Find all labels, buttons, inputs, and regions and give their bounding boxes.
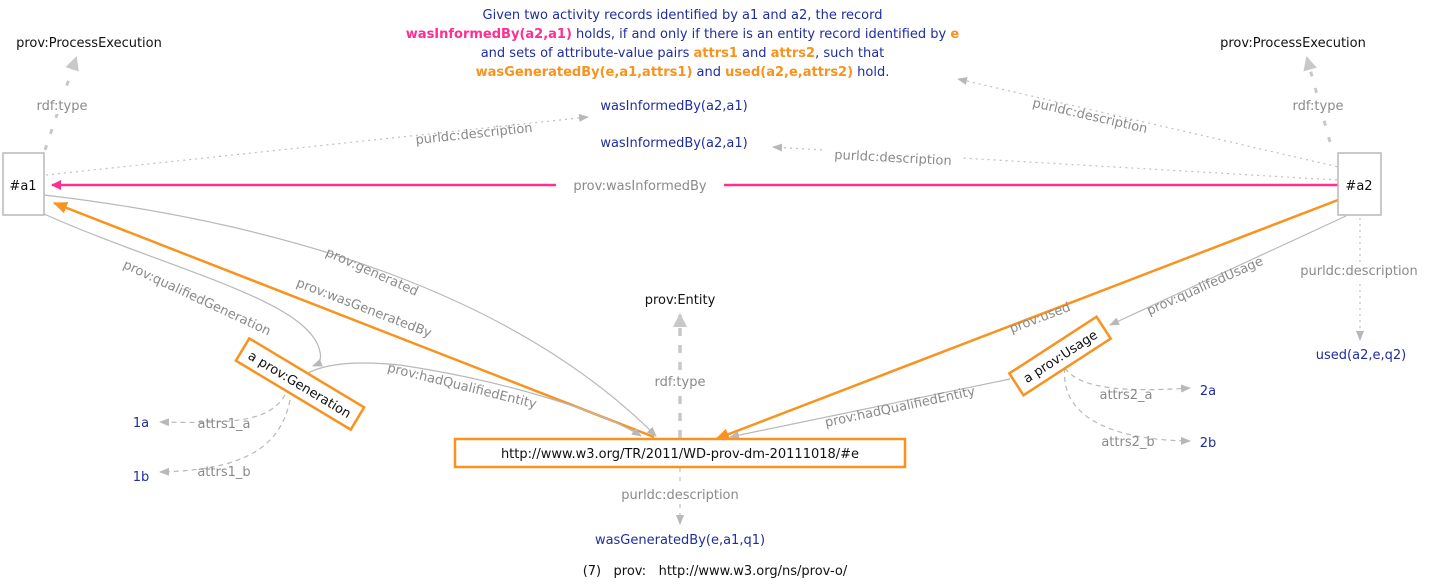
definition-part-2: holds, if and only if there is an entity…	[571, 27, 951, 42]
edge-purldc-top	[957, 77, 1344, 169]
type-left: prov:ProcessExecution	[16, 36, 162, 51]
node-a2-label: #a2	[1345, 179, 1372, 194]
used-desc: used(a2,e,q2)	[1316, 348, 1406, 363]
value-2b: 2b	[1200, 436, 1217, 451]
definition-part-6: and	[692, 65, 726, 80]
wib-desc-1: wasInformedBy(a2,a1)	[600, 99, 747, 114]
value-2a: 2a	[1200, 384, 1216, 399]
value-1b: 1b	[133, 470, 150, 485]
node-entity[interactable]: http://www.w3.org/TR/2011/WD-prov-dm-201…	[453, 437, 907, 469]
wib-desc-2: wasInformedBy(a2,a1)	[600, 136, 747, 151]
label-attrs1-a: attrs1_a	[197, 417, 250, 432]
label-attrs2-a: attrs2_a	[1099, 388, 1152, 403]
label-had-qualified-entity-right: prov:hadQualifiedEntity	[824, 384, 977, 431]
node-generation[interactable]: a prov:Generation	[234, 336, 366, 432]
node-generation-label: a prov:Generation	[245, 349, 353, 422]
edge-attrs1-b	[159, 399, 291, 476]
edge-rdf-type-right	[1303, 56, 1332, 143]
term-attrs2: attrs2	[770, 46, 816, 61]
edge-had-qualified-entity-right	[729, 378, 1011, 440]
label-attrs2-b: attrs2_b	[1101, 435, 1154, 450]
node-a2[interactable]: #a2	[1337, 152, 1382, 216]
term-attrs1: attrs1	[693, 46, 738, 61]
node-a1-label: #a1	[9, 179, 36, 194]
term-was-generated-by: wasGeneratedBy(e,a1,attrs1)	[475, 65, 693, 80]
edge-purldc-mid	[772, 143, 1338, 181]
term-e: e	[950, 27, 960, 42]
label-rdf-type-right: rdf:type	[1293, 99, 1344, 114]
value-1a: 1a	[133, 416, 149, 431]
label-purldc-top: purldc:description	[1031, 96, 1149, 137]
definition-part-4: and	[737, 46, 771, 61]
edge-attrs2-a	[1064, 367, 1191, 393]
label-attrs1-b: attrs1_b	[197, 465, 250, 480]
definition-part-1: Given two activity records identified by…	[482, 8, 883, 23]
label-purldc-right: purldc:description	[1300, 264, 1418, 279]
edge-attrs1-a	[159, 394, 286, 427]
label-used: prov:used	[1008, 300, 1073, 337]
footer-prefix: prov:	[613, 564, 647, 579]
edge-qualified-generation	[43, 213, 323, 367]
type-right: prov:ProcessExecution	[1220, 36, 1366, 51]
edge-used	[715, 198, 1339, 441]
definition-part-3: and sets of attribute-value pairs	[480, 46, 694, 61]
label-qualified-generation: prov:qualifiedGeneration	[121, 258, 274, 340]
label-had-qualified-entity-left: prov:hadQualifiedEntity	[386, 361, 539, 413]
node-a1[interactable]: #a1	[2, 152, 45, 216]
edge-had-qualified-entity-left	[287, 362, 642, 437]
edge-generated	[43, 194, 657, 437]
label-purldc-left: purldc:description	[415, 121, 533, 148]
label-purldc-mid: purldc:description	[834, 148, 952, 169]
footer-namespace: http://www.w3.org/ns/prov-o/	[658, 564, 848, 579]
wgb-desc: wasGeneratedBy(e,a1,q1)	[595, 533, 765, 548]
node-entity-label: http://www.w3.org/TR/2011/WD-prov-dm-201…	[501, 447, 859, 462]
edge-qualified-usage	[1109, 215, 1347, 326]
label-qualified-usage: prov:qualifedUsage	[1145, 254, 1266, 319]
definition-part-5: , such that	[815, 46, 885, 61]
label-rdf-type-entity: rdf:type	[655, 375, 706, 390]
label-purldc-entity: purldc:description	[621, 488, 739, 503]
edge-was-generated-by	[53, 201, 655, 439]
footer-number: (7)	[582, 564, 602, 579]
label-was-informed-by: prov:wasInformedBy	[573, 179, 707, 194]
term-used: used(a2,e,attrs2)	[725, 65, 854, 80]
term-was-informed-by: wasInformedBy(a2,a1)	[405, 27, 572, 42]
edge-purldc-left	[45, 113, 589, 176]
definition-text: Given two activity records identified by…	[395, 6, 970, 82]
edge-attrs2-b	[1064, 367, 1191, 445]
label-rdf-type-left: rdf:type	[37, 99, 88, 114]
type-entity: prov:Entity	[645, 293, 716, 308]
footer: (7) prov: http://www.w3.org/ns/prov-o/	[0, 564, 1430, 579]
definition-part-7: hold.	[853, 65, 890, 80]
